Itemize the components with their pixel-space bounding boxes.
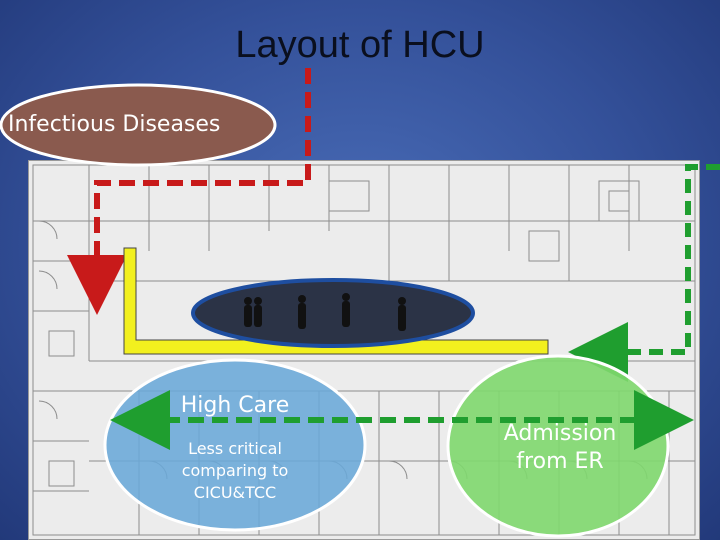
red-route-arrow — [67, 68, 311, 315]
yellow-station-bar — [123, 247, 549, 355]
infectious-ellipse — [0, 83, 277, 167]
admission-label: Admission from ER — [503, 421, 617, 474]
high-care-label: High Care — [180, 393, 290, 418]
slide-title: Layout of HCU — [235, 24, 485, 66]
less-critical-label: Less critical comparing to CICU&TCC — [181, 439, 289, 502]
center-ellipse — [191, 278, 475, 348]
infectious-label: Infectious Diseases — [8, 112, 221, 137]
green-entry-arrow — [568, 164, 720, 382]
people-icon — [244, 293, 406, 331]
